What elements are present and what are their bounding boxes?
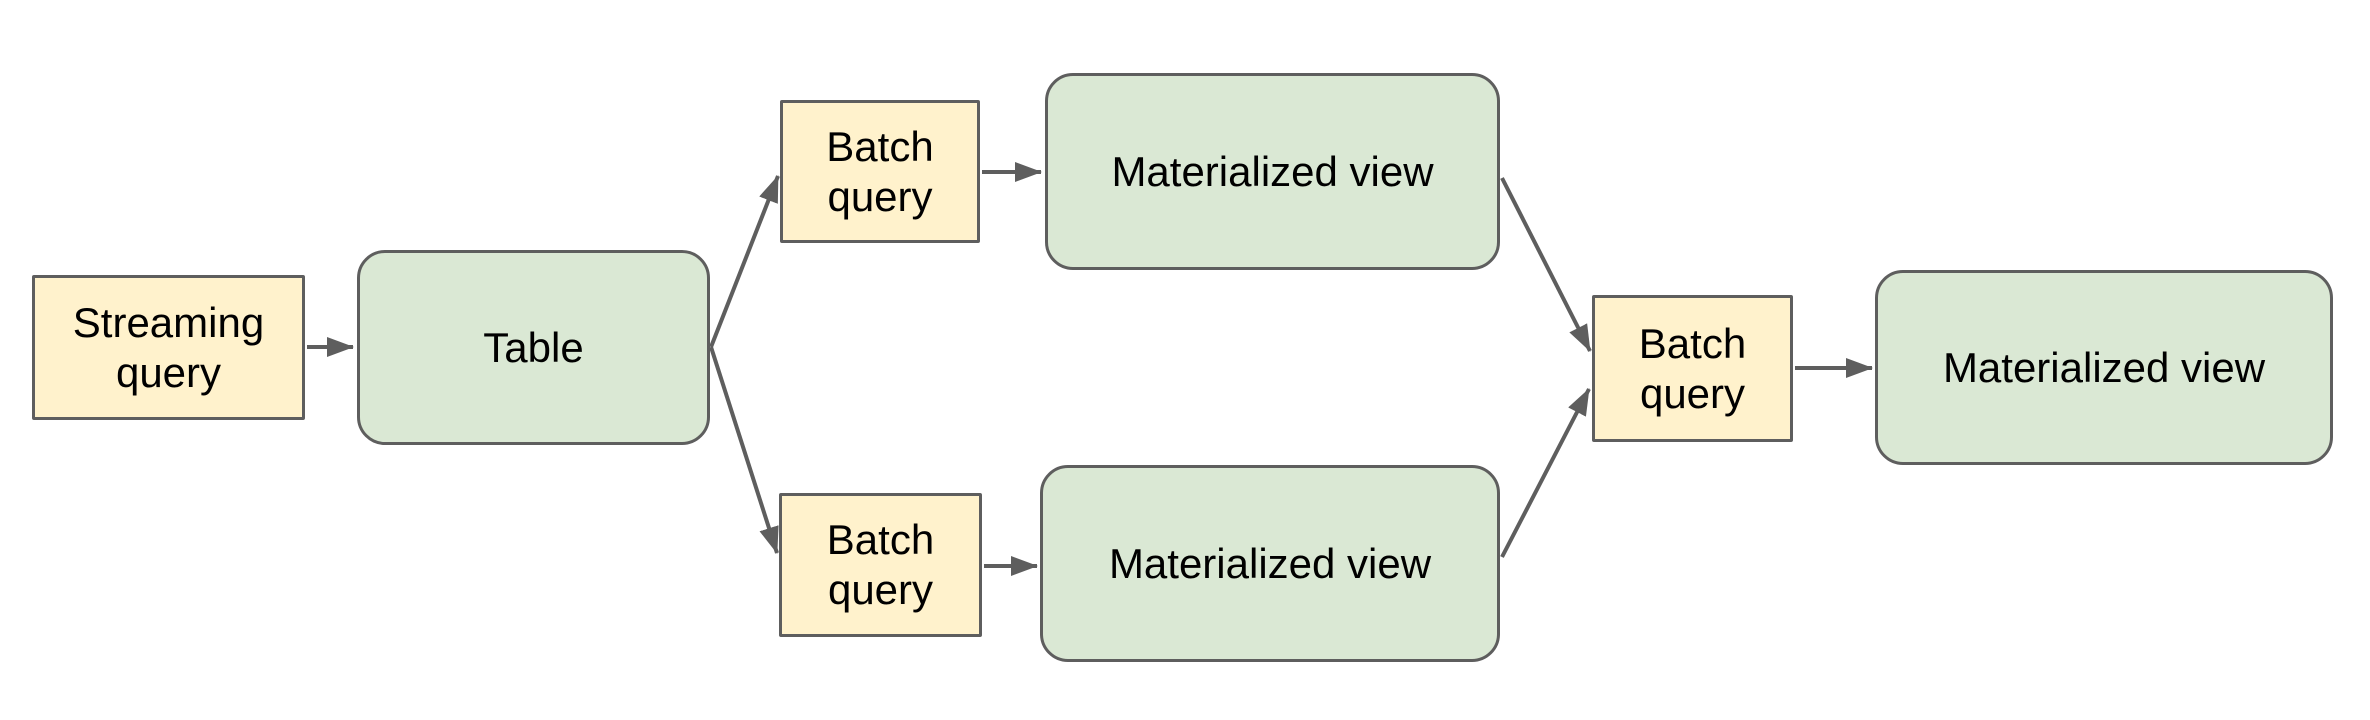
node-materialized-view-final: Materialized view — [1875, 270, 2333, 465]
node-materialized-view-bottom-label: Materialized view — [1108, 539, 1432, 587]
node-streaming-query: Streaming query — [32, 275, 305, 420]
node-batch-query-bottom: Batch query — [779, 493, 982, 637]
node-batch-query-top: Batch query — [780, 100, 980, 243]
arrow-mv-bottom-to-batch-merge — [1500, 388, 1591, 558]
node-batch-query-top-label: Batch query — [826, 122, 934, 220]
node-materialized-view-top: Materialized view — [1045, 73, 1500, 270]
node-table-label: Table — [483, 323, 584, 371]
arrow-mv-top-to-batch-merge — [1500, 177, 1592, 352]
node-materialized-view-top-label: Materialized view — [1111, 147, 1434, 195]
node-batch-query-bottom-label: Batch query — [826, 516, 935, 613]
arrow-table-to-batch-bottom — [709, 346, 779, 554]
node-materialized-view-final-label: Materialized view — [1942, 343, 2266, 391]
node-batch-query-merge: Batch query — [1592, 295, 1793, 442]
node-materialized-view-bottom: Materialized view — [1040, 465, 1500, 662]
node-batch-query-merge-label: Batch query — [1638, 319, 1747, 417]
node-streaming-query-label: Streaming query — [72, 298, 265, 396]
arrow-table-to-batch-top — [709, 175, 780, 348]
node-table: Table — [357, 250, 710, 445]
